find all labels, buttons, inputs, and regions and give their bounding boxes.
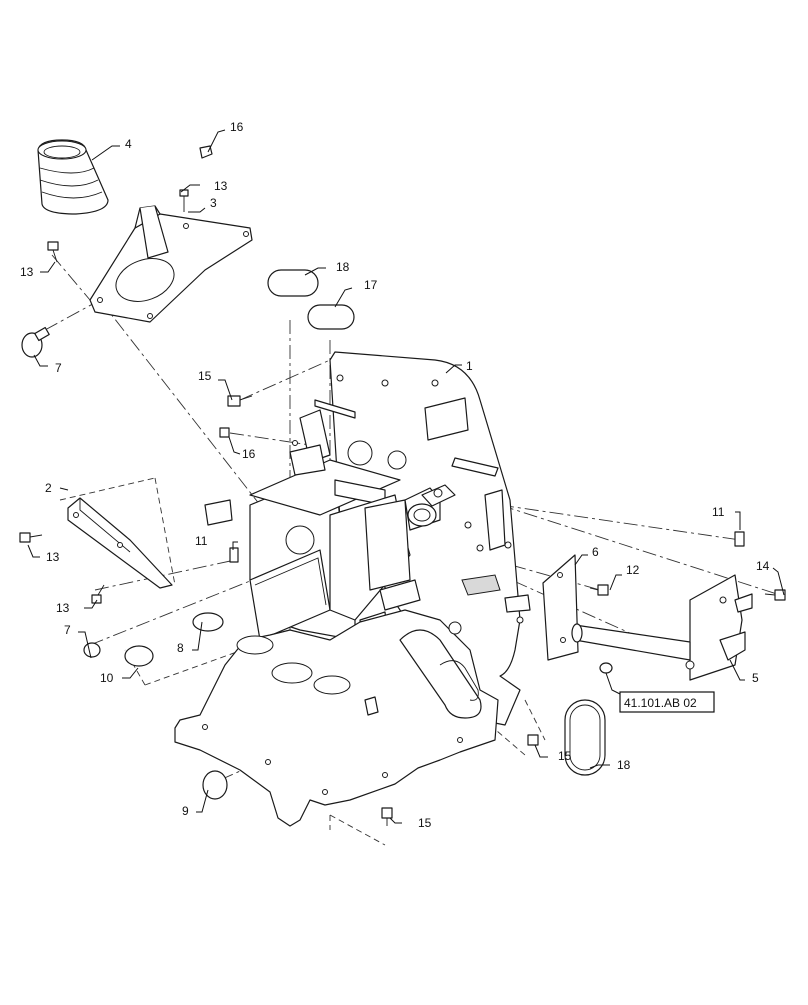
callout-11-right: 11: [712, 505, 725, 519]
callout-15-right: 15: [558, 749, 572, 763]
callout-18-top: 18: [336, 260, 350, 274]
leader-lines: [27, 129, 785, 824]
bracket-part-6: [542, 554, 579, 661]
reference-label: 41.101.AB 02: [624, 696, 697, 710]
callout-7-lower: 7: [64, 623, 71, 637]
callout-5: 5: [752, 671, 759, 685]
callout-1: 1: [466, 359, 473, 373]
shaft-bracket-part-5: [571, 574, 753, 681]
cover-plate-part-3: [89, 205, 253, 323]
callout-6: 6: [592, 545, 599, 559]
callout-4: 4: [125, 137, 132, 151]
callout-10: 10: [100, 671, 114, 685]
callout-12: 12: [626, 563, 640, 577]
boot-part-4: [37, 139, 109, 215]
callout-2: 2: [45, 481, 52, 495]
callout-16-mid: 16: [242, 447, 256, 461]
callout-3: 3: [210, 196, 217, 210]
callout-labels: 1 2 3 4 5 6 7 7 8 9 10 11 11 12 13 13 13…: [20, 120, 770, 830]
reference-box[interactable]: 41.101.AB 02: [619, 691, 715, 713]
plugs: [124, 269, 606, 800]
callout-13-left: 13: [20, 265, 34, 279]
callout-11-left: 11: [195, 534, 208, 548]
callout-9: 9: [182, 804, 189, 818]
callout-7-top: 7: [55, 361, 62, 375]
callout-13-top: 13: [214, 179, 228, 193]
side-plate-part-2: [67, 497, 173, 589]
callout-16-top: 16: [230, 120, 244, 134]
callout-17: 17: [364, 278, 378, 292]
console-frame-part-1: [174, 351, 531, 827]
callout-18-bottom: 18: [617, 758, 631, 772]
callout-13-lower: 13: [56, 601, 70, 615]
callout-8: 8: [177, 641, 184, 655]
callout-13-mid: 13: [46, 550, 60, 564]
callout-15-upper: 15: [198, 369, 212, 383]
callout-14: 14: [756, 559, 770, 573]
callout-15-bottom: 15: [418, 816, 432, 830]
